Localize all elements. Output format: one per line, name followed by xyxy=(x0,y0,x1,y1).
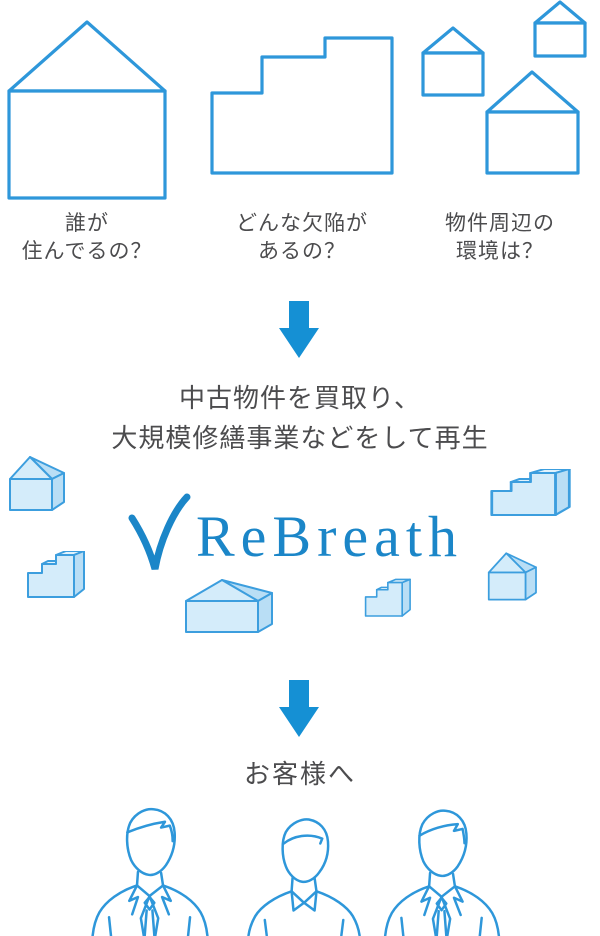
customers-label: お客様へ xyxy=(243,759,356,789)
house-3d-icon xyxy=(487,552,537,601)
neighborhood-houses-outline-icon xyxy=(421,0,587,175)
question-label-defects: どんな欠陥が あるの？ xyxy=(236,212,368,263)
stairs-building-3d-icon xyxy=(364,578,411,617)
person-suit-icon xyxy=(91,807,209,936)
brand-logo-text: ReBreath xyxy=(196,504,464,569)
house-outline-icon xyxy=(7,20,167,200)
house-3d-icon xyxy=(9,456,65,511)
down-arrow-icon xyxy=(279,301,319,358)
question-label-who-lives: 誰が 住んでるの？ xyxy=(21,212,153,263)
person-shirt-icon xyxy=(247,818,361,936)
process-statement: 中古物件を買取り、 大規模修繕事業などをして再生 xyxy=(111,383,489,453)
question-label-surroundings: 物件周辺の 環境は？ xyxy=(445,212,555,263)
stairs-building-outline-icon xyxy=(210,36,394,175)
checkmark-icon xyxy=(128,493,191,570)
wide-house-3d-icon xyxy=(185,579,273,633)
down-arrow-icon xyxy=(279,680,319,737)
stairs-building-3d-icon xyxy=(27,551,85,598)
stairs-building-3d-icon xyxy=(490,469,571,516)
person-suit-icon xyxy=(383,809,501,936)
